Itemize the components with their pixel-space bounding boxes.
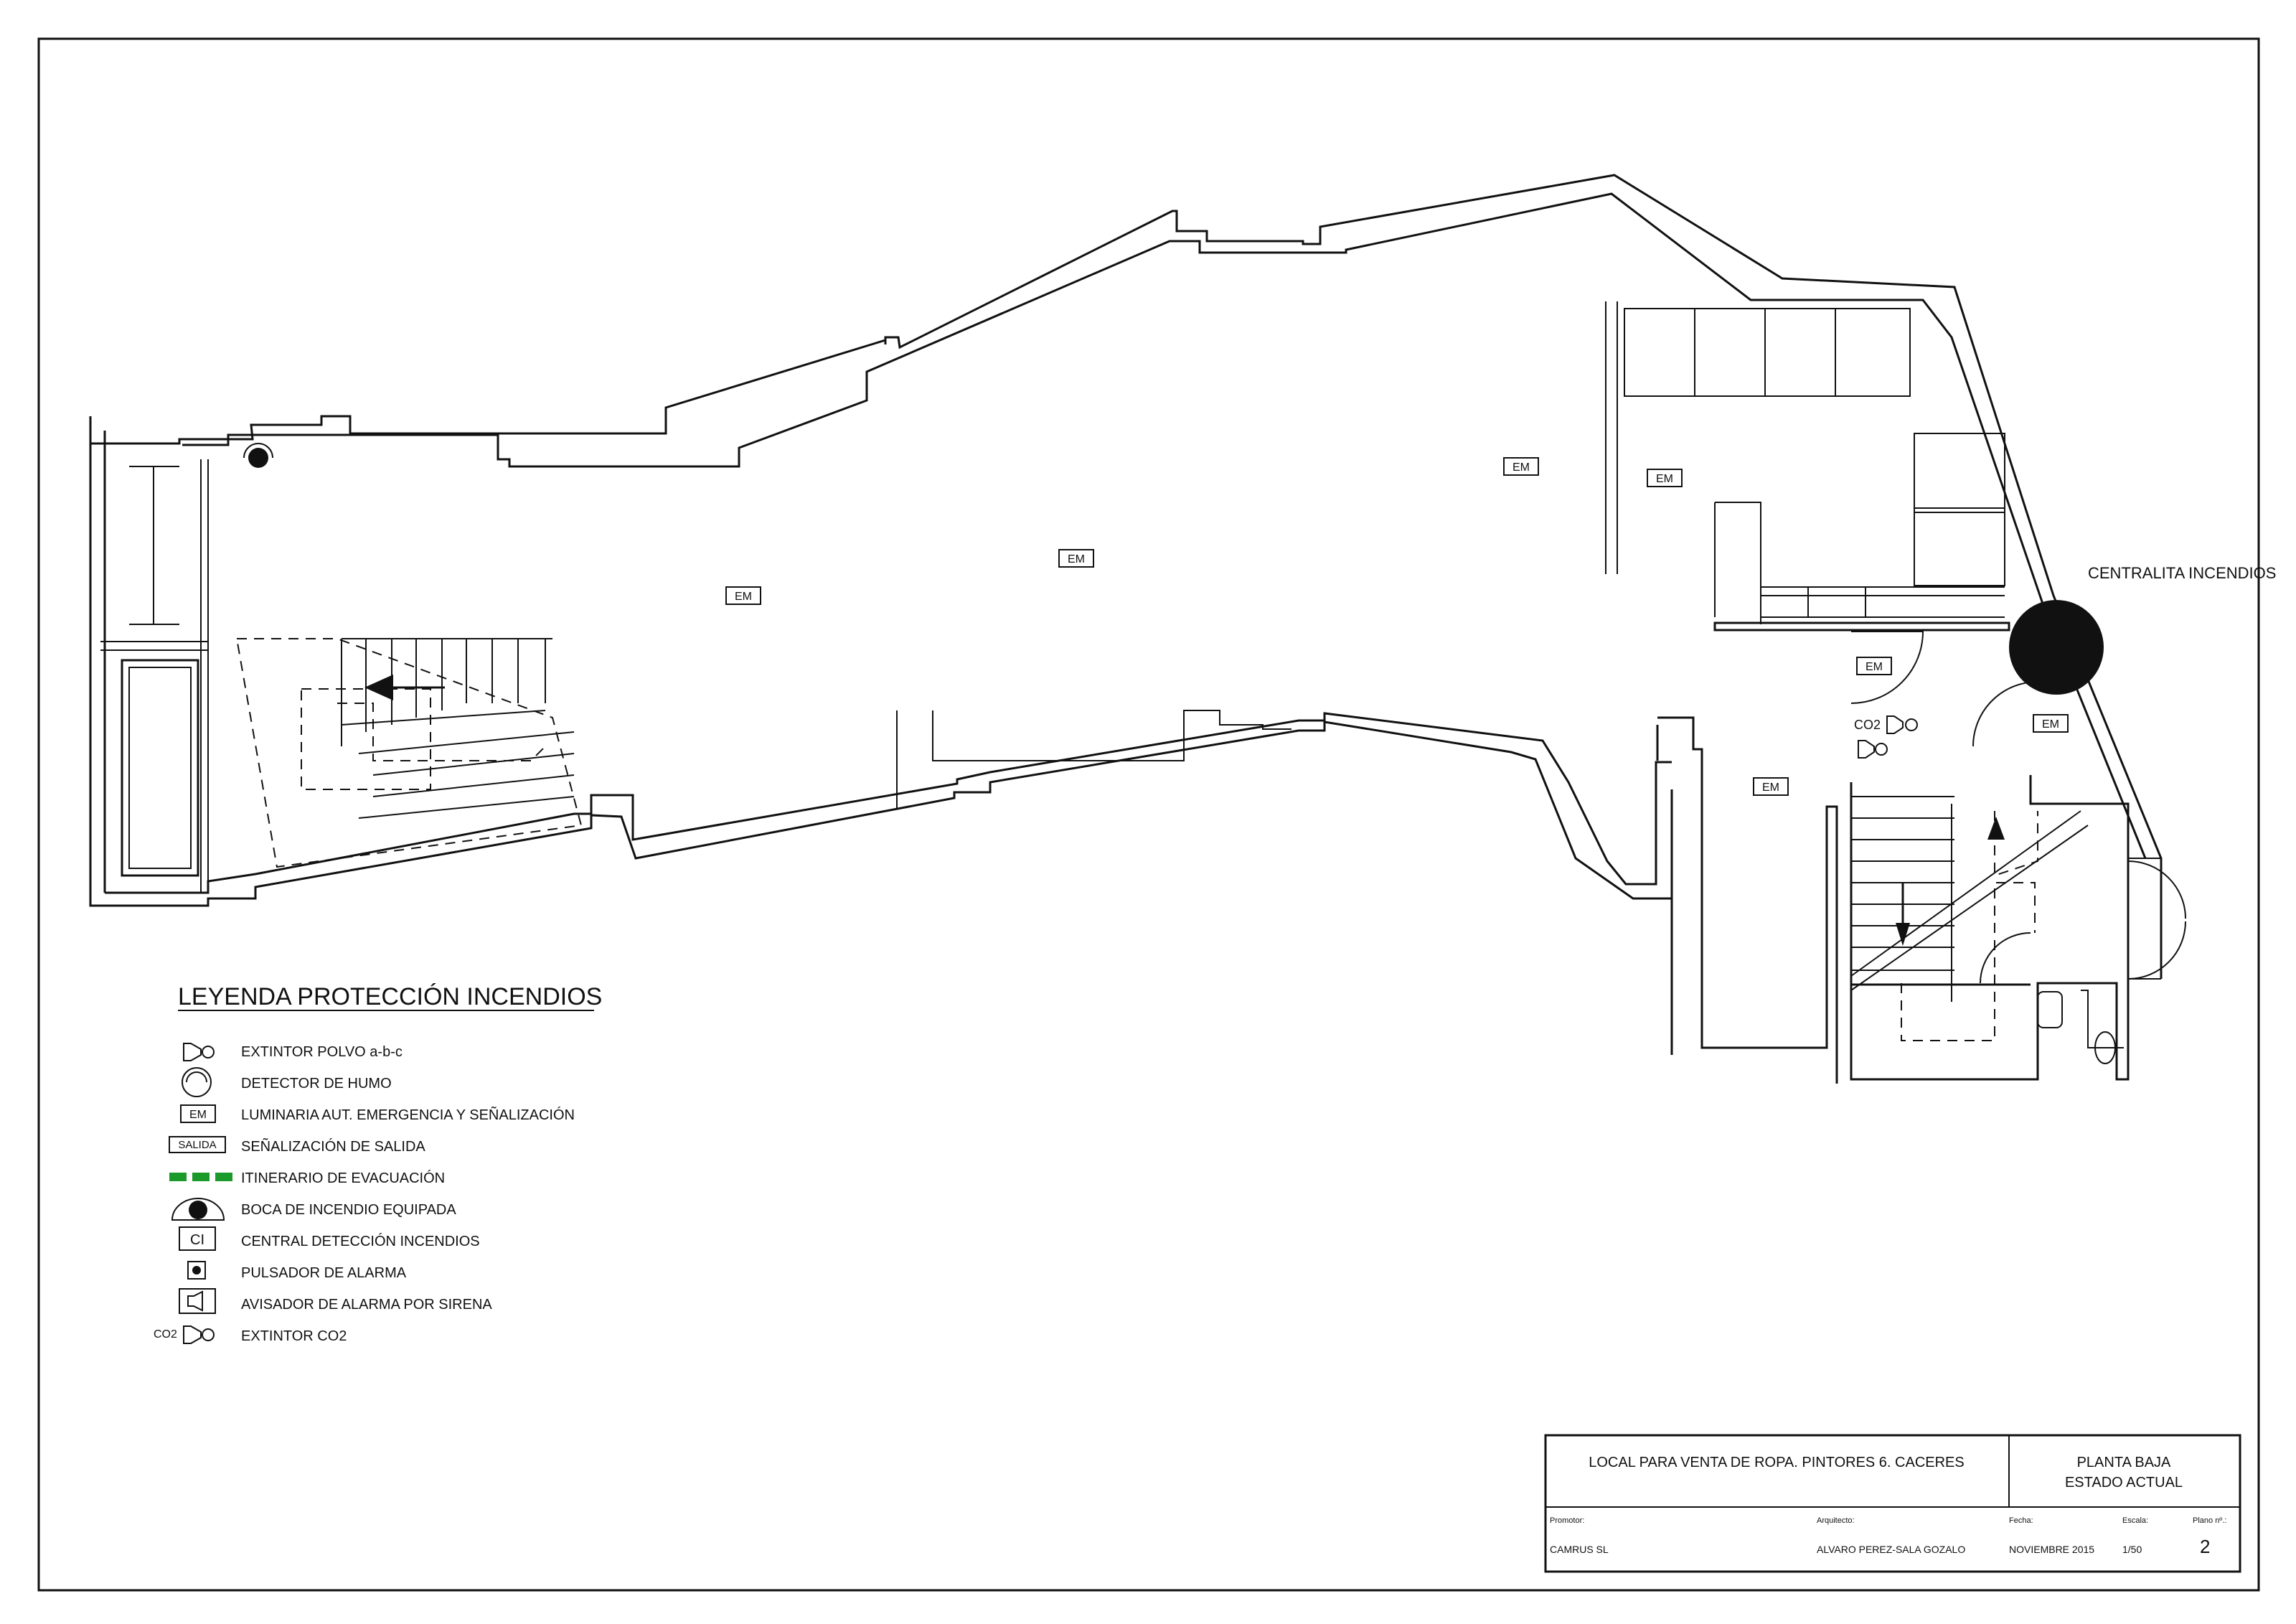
legend-title: LEYENDA PROTECCIÓN INCENDIOS — [178, 983, 602, 1010]
svg-text:EM: EM — [1512, 461, 1530, 474]
svg-text:CI: CI — [190, 1232, 204, 1248]
promotor-label: Promotor: — [1550, 1516, 1584, 1525]
svg-text:EM: EM — [1068, 553, 1085, 565]
svg-text:EM: EM — [189, 1109, 207, 1121]
svg-text:EM: EM — [2042, 718, 2059, 731]
fecha-value: NOVIEMBRE 2015 — [2009, 1544, 2094, 1555]
exit-sign-icon: SALIDA — [169, 1136, 226, 1153]
legend-label: BOCA DE INCENDIO EQUIPADA — [241, 1202, 456, 1218]
co2-label-plan: CO2 — [1854, 718, 1881, 732]
siren-icon — [179, 1288, 216, 1314]
em-tag: EM — [1753, 777, 1789, 796]
svg-text:CO2: CO2 — [154, 1328, 177, 1341]
legend-label: LUMINARIA AUT. EMERGENCIA Y SEÑALIZACIÓN — [241, 1106, 575, 1123]
fire-panel-centralita — [2009, 600, 2104, 695]
legend-label: EXTINTOR CO2 — [241, 1328, 347, 1344]
title-block: LOCAL PARA VENTA DE ROPA. PINTORES 6. CA… — [1544, 1434, 2241, 1573]
fire-panel-icon: CI — [179, 1226, 216, 1251]
legend-label: PULSADOR DE ALARMA — [241, 1265, 407, 1281]
floor-plan — [89, 174, 2186, 1084]
stair-enclosure — [1850, 775, 2130, 1081]
plano-label: Plano nº.: — [2193, 1516, 2226, 1525]
promotor-value: CAMRUS SL — [1550, 1544, 1609, 1555]
south-wall-inner — [105, 712, 1672, 894]
arquitecto-value: ALVARO PEREZ-SALA GOZALO — [1817, 1544, 1965, 1555]
stair-flight-diagonal — [1850, 810, 2089, 991]
evacuation-arrow-west — [364, 675, 393, 700]
escala-value: 1/50 — [2122, 1544, 2142, 1555]
smoke-detector-icon — [248, 448, 268, 468]
sheet-title-1: PLANTA BAJA — [2077, 1455, 2171, 1470]
exterior-wall-outer — [89, 174, 2163, 979]
svg-text:EM: EM — [735, 591, 752, 603]
shelving-unit — [1624, 308, 1911, 397]
west-stair-treads — [341, 638, 552, 746]
west-partition — [129, 466, 179, 625]
co2-extinguisher-icon — [1886, 715, 1918, 734]
west-stair-outline — [235, 638, 583, 868]
svg-text:EM: EM — [1762, 782, 1779, 794]
svg-text:EM: EM — [1866, 661, 1883, 673]
east-wing-walls — [1657, 716, 1838, 1084]
storage-room-walls — [1605, 301, 1618, 574]
centralita-label: CENTRALITA INCENDIOS — [2088, 564, 2276, 582]
legend-label: ITINERARIO DE EVACUACIÓN — [241, 1170, 445, 1186]
sheet-title-2: ESTADO ACTUAL — [2065, 1475, 2183, 1491]
svg-text:EM: EM — [1656, 473, 1673, 485]
co2-extinguisher-icon: CO2 — [154, 1325, 215, 1344]
exterior-wall-inner — [103, 192, 2147, 859]
evacuation-arrow-east-up — [1987, 817, 2005, 840]
alarm-button-icon — [187, 1261, 206, 1280]
evacuation-route-icon — [169, 1173, 232, 1181]
legend-label: AVISADOR DE ALARMA POR SIRENA — [241, 1297, 492, 1313]
evacuation-arrow-east-stair — [1896, 923, 1910, 946]
door-swing-1 — [1850, 631, 1924, 704]
escala-label: Escala: — [2122, 1516, 2148, 1525]
fire-hose-icon — [171, 1198, 225, 1221]
entrance-doors — [2127, 858, 2186, 980]
em-tag: EM — [2033, 714, 2069, 733]
em-tag: EM — [725, 586, 761, 605]
wc-toilet — [2094, 1031, 2116, 1064]
plano-value: 2 — [2200, 1536, 2210, 1557]
lower-partition — [896, 710, 1292, 809]
extinguisher-icon — [1858, 740, 1888, 759]
legend-label: DETECTOR DE HUMO — [241, 1076, 392, 1092]
em-tag: EM — [1856, 657, 1892, 675]
storage-room-front — [1714, 502, 2005, 624]
em-tag: EM — [1058, 549, 1094, 568]
smoke-detector-icon — [182, 1067, 212, 1097]
wc-sink — [2037, 991, 2063, 1028]
shelving-unit-right — [1914, 433, 2005, 586]
emergency-lights: EM EM EM EM EM EM EM — [725, 457, 2069, 796]
sheet-border — [37, 37, 2260, 1592]
project-title: LOCAL PARA VENTA DE ROPA. PINTORES 6. CA… — [1589, 1455, 1965, 1470]
emergency-light-icon: EM — [180, 1104, 216, 1123]
extinguisher-icon — [183, 1043, 215, 1061]
svg-text:SALIDA: SALIDA — [178, 1139, 216, 1151]
west-wall — [89, 443, 106, 906]
em-tag: EM — [1647, 469, 1683, 487]
legend-label: CENTRAL DETECCIÓN INCENDIOS — [241, 1233, 480, 1249]
em-tag: EM — [1503, 457, 1539, 476]
legend-label: SEÑALIZACIÓN DE SALIDA — [241, 1137, 425, 1155]
fecha-label: Fecha: — [2009, 1516, 2033, 1525]
west-display-window — [121, 659, 199, 877]
arquitecto-label: Arquitecto: — [1817, 1516, 1855, 1525]
door-swing-2 — [1972, 681, 2038, 747]
legend: LEYENDA PROTECCIÓN INCENDIOS EM SALIDA — [154, 983, 602, 1344]
legend-label: EXTINTOR POLVO a-b-c — [241, 1044, 403, 1060]
south-wall-outer — [89, 721, 1673, 907]
storage-room-south-wall — [1713, 621, 2010, 632]
